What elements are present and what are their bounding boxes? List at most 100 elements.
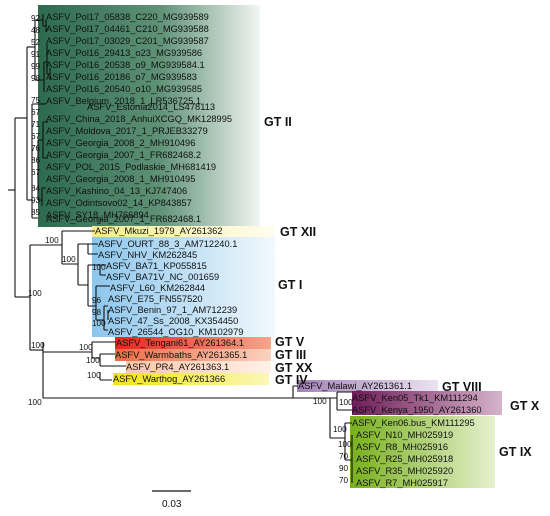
bootstrap-value: 93 <box>31 196 41 205</box>
taxon-label: ASFV_R25_MH025918 <box>356 454 453 464</box>
bootstrap-value: 100 <box>45 236 59 245</box>
genotype-label-gt-xx: GT XX <box>275 361 313 375</box>
taxon-labels: ASFV_Pol17_05838_C220_MG939589 ASFV_Pol1… <box>46 12 482 488</box>
tree-branches <box>8 14 353 483</box>
taxon-label: ASFV_Georgia_2008_1_MH910495 <box>46 174 195 184</box>
taxon-label: ASFV_R8_MH025916 <box>356 442 448 452</box>
genotype-label-gt-v: GT V <box>275 335 305 349</box>
taxon-label: ASFV_Pol16_29413_o23_MG939586 <box>46 48 202 58</box>
bootstrap-value: 100 <box>79 343 93 352</box>
bootstrap-value: 86 <box>31 156 41 165</box>
bootstrap-value: 84 <box>31 184 41 193</box>
genotype-label-gt-ix: GT IX <box>499 445 532 459</box>
taxon-label: ASFV_L60_KM262844 <box>110 283 205 293</box>
bootstrap-value: 67 <box>31 132 41 141</box>
bootstrap-value: 71 <box>31 120 41 129</box>
bootstrap-value: 90 <box>339 464 349 473</box>
bootstrap-value: 67 <box>31 108 41 117</box>
taxon-label: ASFV_PR4_AY261363.1 <box>126 362 229 372</box>
bootstrap-value: 100 <box>28 289 42 298</box>
taxon-label: ASFV_Ken06.bus_KM111295 <box>352 418 475 428</box>
taxon-label: ASFV_Belgium_2018_1_LR536725.1 <box>46 96 201 106</box>
genotype-label-gt-iv: GT IV <box>275 373 308 387</box>
taxon-label: ASFV_Benin_97_1_AM712239 <box>108 305 237 315</box>
bootstrap-value: 70 <box>339 476 349 485</box>
bootstrap-value: 70 <box>339 452 349 461</box>
taxon-label: ASFV_Kenya_1950_AY261360 <box>352 405 482 415</box>
bootstrap-value: 100 <box>86 356 100 365</box>
genotype-label-gt-x: GT X <box>510 399 540 413</box>
bootstrap-value: 100 <box>313 397 327 406</box>
scale-bar: 0.03 <box>152 490 191 510</box>
taxon-label: ASFV_26544_OG10_KM102979 <box>108 327 243 337</box>
bootstrap-value: 100 <box>87 371 101 380</box>
taxon-label: ASFV_POL_2015_Podlaskie_MH681419 <box>46 162 216 172</box>
genotype-label-gt-iii: GT III <box>275 348 306 362</box>
bootstrap-value: 99 <box>31 62 41 71</box>
taxon-label: ASFV_Tengani61_AY261364.1 <box>116 338 244 348</box>
taxon-label: ASFV_Georgia_2007_1_FR682468.2 <box>46 150 201 160</box>
taxon-label: ASFV_Ken05_Tk1_KM111294 <box>352 393 478 403</box>
genotype-label-gt-xii: GT XII <box>280 225 316 239</box>
clade-backgrounds <box>38 5 502 488</box>
bootstrap-value: 100 <box>62 255 76 264</box>
clade-box-gt-viii <box>297 380 438 392</box>
taxon-label: ASFV_Pol16_20186_o7_MG939583 <box>46 72 197 82</box>
taxon-label: ASFV_Pol16_20538_o9_MG939584.1 <box>46 60 205 70</box>
genotype-label-gt-i: GT I <box>278 278 302 292</box>
bootstrap-value: 100 <box>339 398 353 407</box>
clade-box-gt-x <box>352 391 502 415</box>
taxon-label: ASFV_Pol16_20540_o10_MG939585 <box>46 84 202 94</box>
taxon-label: ASFV_Malawi_AY261361.1 <box>298 381 412 391</box>
bootstrap-value: 100 <box>333 425 347 434</box>
taxon-label: ASFV_Odintsovo02_14_KP843857 <box>46 198 192 208</box>
taxon-label: ASFV_R35_MH025920 <box>356 466 453 476</box>
taxon-label: ASFV_Warthog_AY261366 <box>113 374 225 384</box>
clade-box-gt-v <box>115 337 271 349</box>
genotype-label-gt-ii: GT II <box>264 115 292 129</box>
taxon-label: ASFV_N10_MH025919 <box>356 430 453 440</box>
clade-box-gt-xx <box>126 361 271 373</box>
taxon-label: ASFV_Pol17_05838_C220_MG939589 <box>46 12 209 22</box>
bootstrap-value: 76 <box>31 144 41 153</box>
clade-box-gt-ix <box>350 416 495 488</box>
taxon-label: ASFV_SY18_MH766894 <box>46 210 149 220</box>
taxon-label: ASFV_BA71V_NC_001659 <box>106 272 219 282</box>
taxon-label: ASFV_Pol17_04461_C210_MG939588 <box>46 24 209 34</box>
bootstrap-value: 96 <box>92 296 102 305</box>
taxon-label: ASFV_OURT_88_3_AM712240.1 <box>98 239 237 249</box>
clade-box-gt-ii <box>38 5 260 227</box>
taxon-label: ASFV_NHV_KM262845 <box>98 250 197 260</box>
genotype-labels: GT II GT XII GT I GT V GT III GT XX GT I… <box>264 115 540 459</box>
bootstrap-value: 91 <box>31 50 41 59</box>
taxon-label: ASFV_BA71_KP055815 <box>106 261 207 271</box>
taxon-label: ASFV_Estonia2014_LS478113 <box>87 102 215 112</box>
taxon-label: ASFV_Warmbaths_AY261365.1 <box>115 350 247 360</box>
scale-bar-label: 0.03 <box>162 499 182 510</box>
bootstrap-value: 48 <box>31 26 41 35</box>
genotype-label-gt-viii: GT VIII <box>442 380 482 394</box>
bootstrap-value: 100 <box>31 341 45 350</box>
taxon-label: ASFV_Kashino_04_13_KJ747406 <box>46 186 187 196</box>
bootstrap-value: 100 <box>28 398 42 407</box>
taxon-label: ASFV_Pol17_03029_C201_MG939587 <box>46 36 209 46</box>
bootstrap-value: 52 <box>31 38 41 47</box>
bootstrap-value: 98 <box>92 308 102 317</box>
bootstrap-value: 100 <box>92 263 106 272</box>
clade-box-gt-iv <box>113 373 269 385</box>
clade-box-gt-iii <box>115 349 271 361</box>
taxon-label: ASFV_47_Ss_2008_KX354450 <box>108 316 238 326</box>
bootstrap-value: 98 <box>31 74 41 83</box>
bootstrap-value: 100 <box>92 319 106 328</box>
taxon-label: ASFV_Moldova_2017_1_PRJEB33279 <box>46 126 208 136</box>
clade-box-gt-xii <box>92 226 274 238</box>
bootstrap-value: 75 <box>31 96 41 105</box>
clade-box-gt-i <box>92 237 275 337</box>
bootstrap-value: 92 <box>31 14 41 23</box>
bootstrap-value: 85 <box>31 208 41 217</box>
taxon-label: ASFV_Mkuzi_1979_AY261362 <box>95 226 223 236</box>
bootstrap-value: 67 <box>31 168 41 177</box>
taxon-label: ASFV_Georgia_2007_1_FR682468.1 <box>46 214 201 224</box>
taxon-label: ASFV_R7_MH025917 <box>356 478 448 488</box>
